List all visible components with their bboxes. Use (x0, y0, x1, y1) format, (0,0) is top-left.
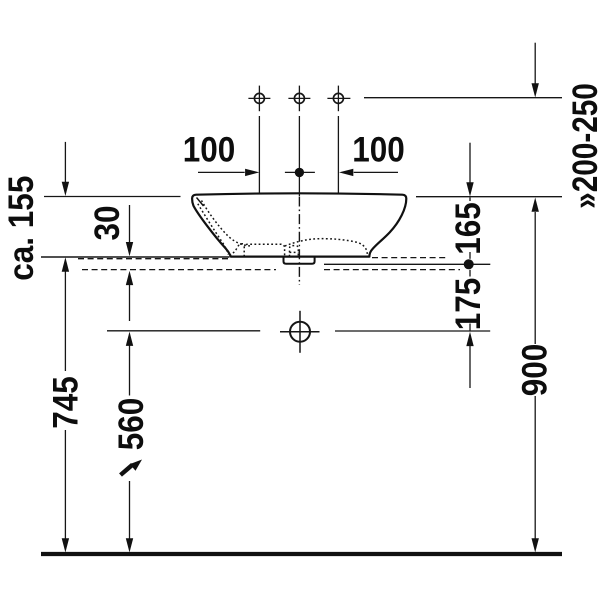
svg-text:»200-250: »200-250 (566, 83, 600, 209)
svg-text:900: 900 (516, 344, 555, 397)
svg-text:ca. 155: ca. 155 (3, 176, 42, 281)
svg-text:100: 100 (352, 131, 405, 170)
svg-text:745: 745 (47, 376, 86, 429)
svg-text:560: 560 (113, 398, 152, 451)
svg-text:100: 100 (183, 131, 236, 170)
svg-text:175: 175 (450, 278, 489, 331)
svg-text:165: 165 (450, 202, 489, 255)
svg-text:30: 30 (89, 205, 128, 240)
